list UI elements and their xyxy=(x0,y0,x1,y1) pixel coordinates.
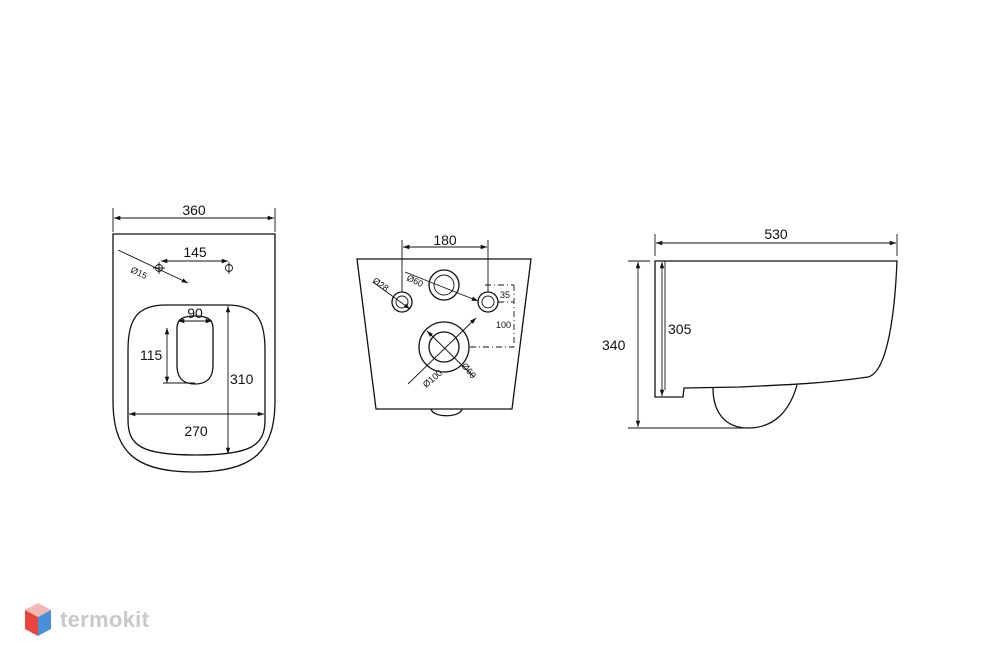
leader-d100 xyxy=(407,317,477,385)
top-view: 360 145 Ø15 90 115 310 270 xyxy=(112,202,276,473)
dim-label-530: 530 xyxy=(764,226,788,242)
dim-label-d60-outlet: Ø60 xyxy=(459,361,478,380)
cube-logo-icon xyxy=(25,603,51,636)
dim-label-d60-inlet: Ø60 xyxy=(405,273,425,289)
side-view-bowl xyxy=(712,384,798,429)
dim-label-360: 360 xyxy=(182,202,206,218)
side-view: 530 340 305 xyxy=(602,226,898,429)
leader-d60-inlet xyxy=(404,271,479,302)
brand-logo: termokit xyxy=(24,602,149,638)
dim-label-340: 340 xyxy=(602,337,626,353)
dim-label-145: 145 xyxy=(183,244,207,260)
rear-view-outline xyxy=(356,258,532,410)
top-view-opening xyxy=(176,315,214,385)
dim-label-270: 270 xyxy=(184,423,208,439)
dim-label-90: 90 xyxy=(187,305,203,321)
side-view-outline xyxy=(654,260,898,398)
top-view-bowl-rim xyxy=(127,304,266,456)
dim-label-100: 100 xyxy=(496,320,511,330)
dim-label-d100: Ø100 xyxy=(421,368,444,390)
pipe-left-outer xyxy=(391,291,413,313)
rear-view-foot xyxy=(430,408,463,417)
rear-view: 180 35 100 Ø28 Ø60 Ø100 Ø60 xyxy=(356,232,532,417)
leader-d15 xyxy=(117,249,189,284)
dim-label-35: 35 xyxy=(500,290,510,300)
top-view-outline xyxy=(112,233,276,473)
dim-label-d15: Ø15 xyxy=(129,265,149,281)
pipe-left-inner xyxy=(395,295,409,309)
dim-label-310: 310 xyxy=(230,371,254,387)
dim-label-305: 305 xyxy=(668,321,692,337)
dim-label-115: 115 xyxy=(140,347,163,363)
dim-label-180: 180 xyxy=(433,232,457,248)
brand-name: termokit xyxy=(60,607,150,632)
leader-d60-outlet xyxy=(426,330,475,378)
inlet-inner xyxy=(433,274,455,296)
outlet-inner xyxy=(428,331,460,363)
inlet-outer xyxy=(428,269,460,301)
leader-d28 xyxy=(372,281,411,310)
outlet-outer xyxy=(418,321,470,373)
dim-label-d28: Ø28 xyxy=(371,275,391,293)
pipe-right-outer xyxy=(477,291,499,313)
pipe-right-inner xyxy=(481,295,495,309)
